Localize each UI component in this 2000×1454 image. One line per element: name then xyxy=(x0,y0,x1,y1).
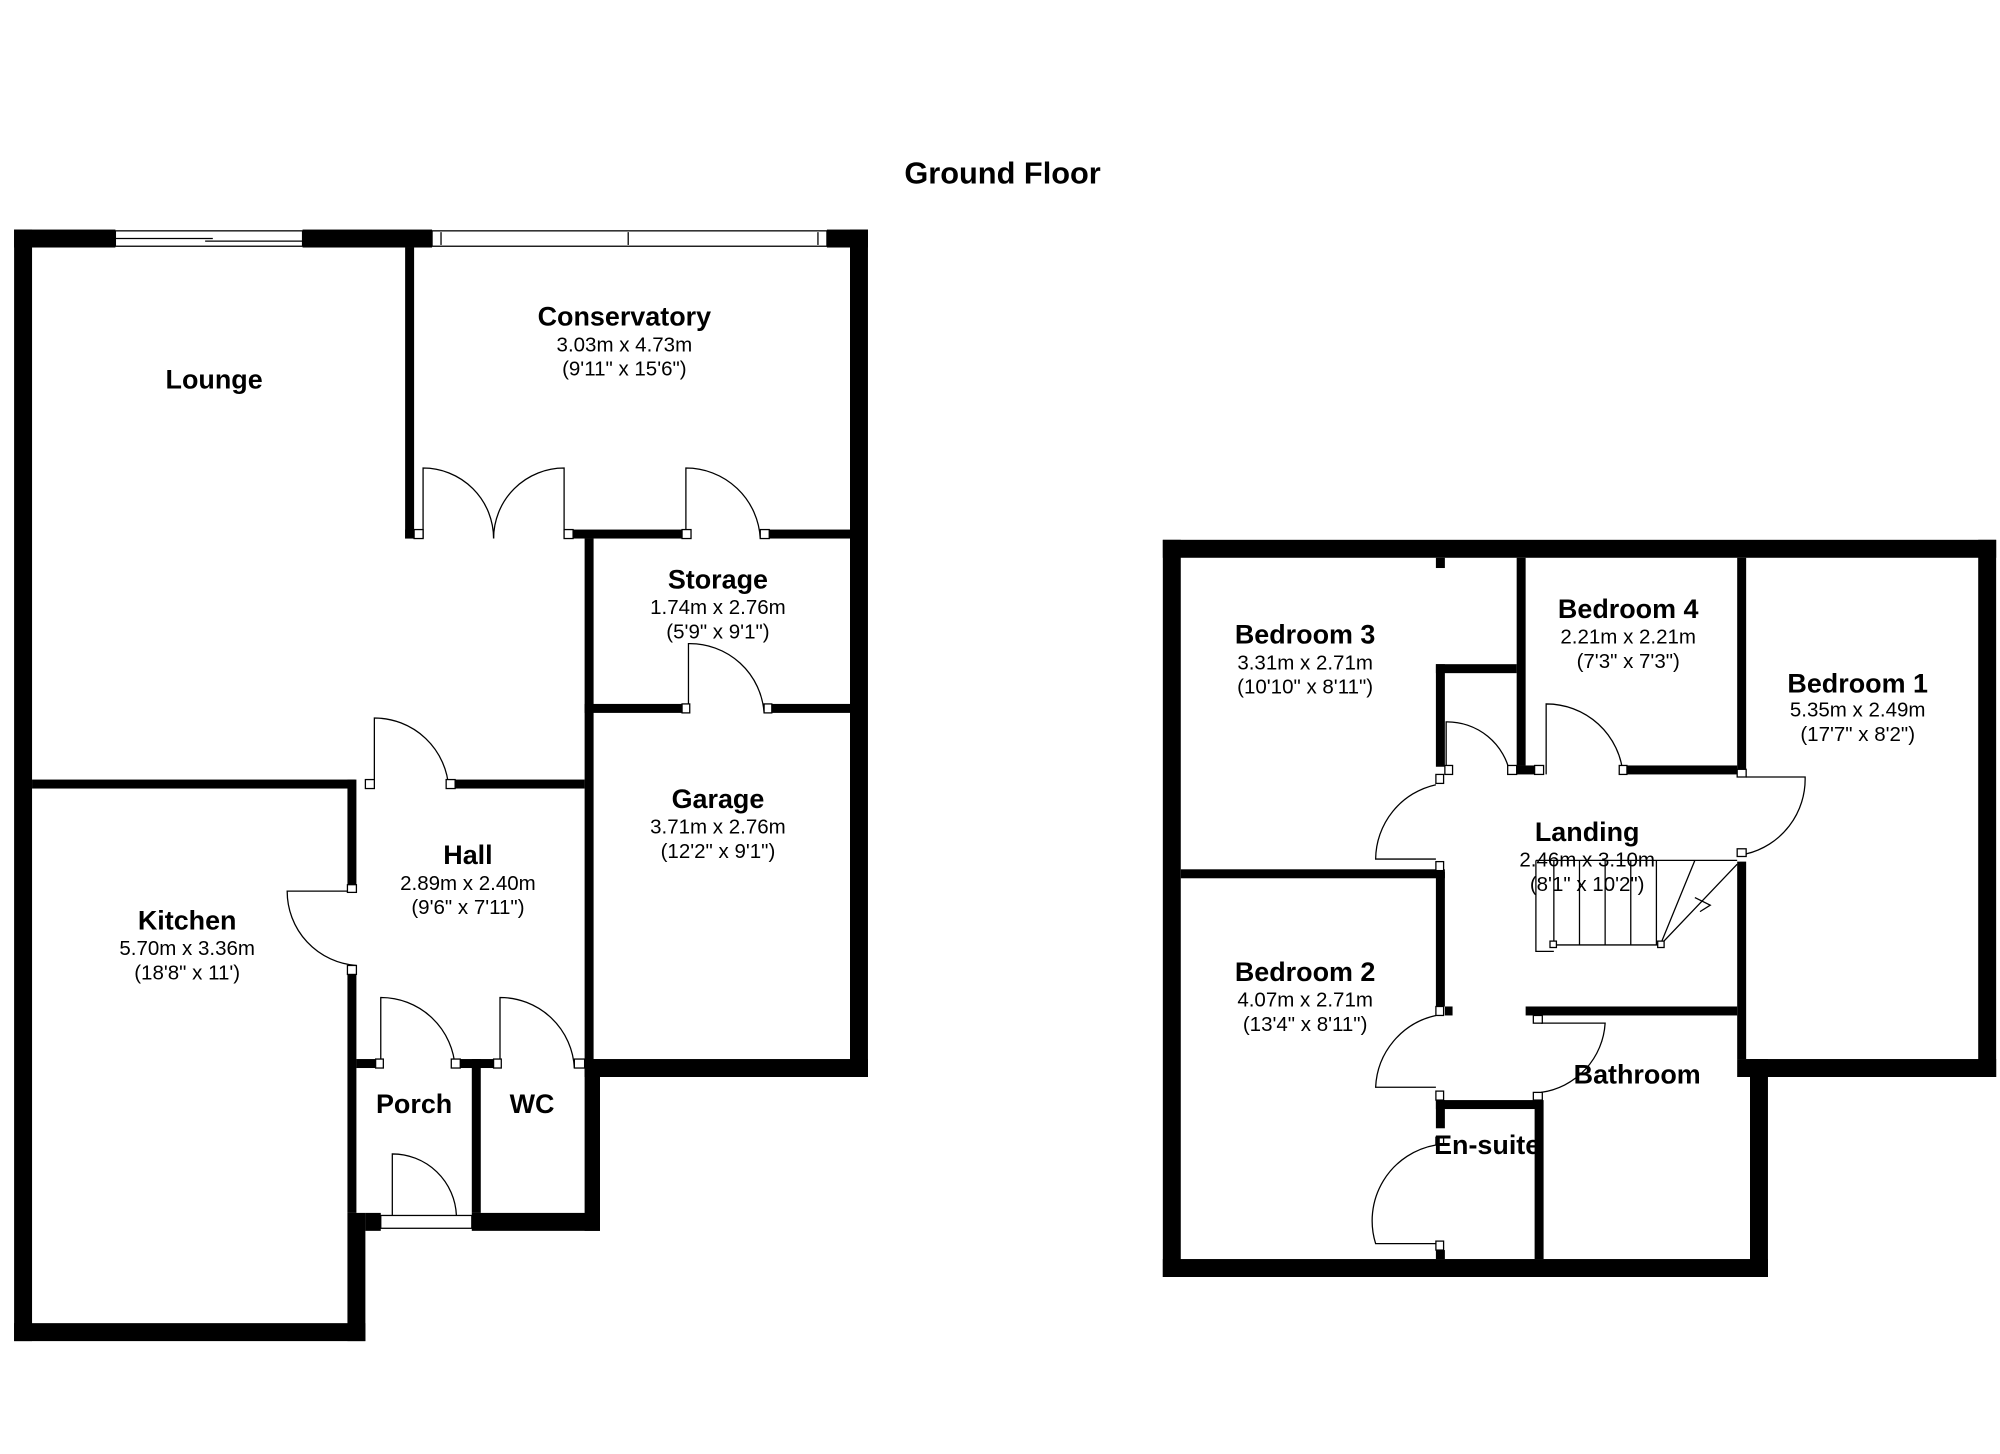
room-size-imperial: (17'7" x 8'2") xyxy=(1800,723,1915,746)
room-size-metric: 3.71m x 2.76m xyxy=(650,815,786,838)
ground-floor-doors xyxy=(286,467,773,1216)
first-floor-walls xyxy=(1162,539,1997,1277)
room-bedroom-1: Bedroom 1 5.35m x 2.49m (17'7" x 8'2") xyxy=(1787,668,1928,746)
room-size-imperial: (12'2" x 9'1") xyxy=(661,840,776,863)
room-name: Bedroom 3 xyxy=(1235,620,1376,650)
room-size-imperial: (13'4" x 8'11") xyxy=(1243,1013,1368,1036)
room-size-imperial: (9'11" x 15'6") xyxy=(562,358,687,381)
room-size-metric: 3.31m x 2.71m xyxy=(1237,651,1373,674)
room-conservatory: Conservatory 3.03m x 4.73m (9'11" x 15'6… xyxy=(538,302,711,381)
room-size-metric: 1.74m x 2.76m xyxy=(650,596,786,619)
first-floor-doors xyxy=(1371,703,1806,1251)
room-ensuite: En-suite xyxy=(1434,1130,1540,1160)
room-bathroom: Bathroom xyxy=(1574,1059,1701,1089)
staircase xyxy=(1535,859,1738,952)
room-hall: Hall 2.89m x 2.40m (9'6" x 7'11") xyxy=(400,840,536,919)
room-name: Storage xyxy=(668,565,768,595)
room-size-metric: 2.89m x 2.40m xyxy=(400,872,536,895)
room-size-imperial: (8'1" x 10'2") xyxy=(1530,873,1645,896)
room-size-imperial: (18'8" x 11') xyxy=(134,962,240,985)
room-kitchen: Kitchen 5.70m x 3.36m (18'8" x 11') xyxy=(119,906,255,985)
room-garage: Garage 3.71m x 2.76m (12'2" x 9'1") xyxy=(650,784,786,863)
room-name: Bathroom xyxy=(1574,1059,1701,1089)
room-name: Hall xyxy=(443,840,492,870)
room-name: Bedroom 4 xyxy=(1558,594,1699,624)
room-name: Kitchen xyxy=(138,906,237,936)
room-bedroom-4: Bedroom 4 2.21m x 2.21m (7'3" x 7'3") xyxy=(1558,594,1699,673)
room-size-metric: 2.21m x 2.21m xyxy=(1560,626,1696,649)
room-landing: Landing 2.46m x 3.10m (8'1" x 10'2") xyxy=(1519,817,1655,896)
room-size-metric: 2.46m x 3.10m xyxy=(1519,849,1655,872)
ground-floor-walls xyxy=(14,229,868,1342)
ground-floor-windows xyxy=(114,230,828,1229)
room-name: En-suite xyxy=(1434,1130,1540,1160)
room-porch: Porch xyxy=(376,1089,452,1119)
room-bedroom-3: Bedroom 3 3.31m x 2.71m (10'10" x 8'11") xyxy=(1235,620,1376,699)
room-name: Bedroom 1 xyxy=(1787,668,1928,698)
room-bedroom-2: Bedroom 2 4.07m x 2.71m (13'4" x 8'11") xyxy=(1235,957,1376,1036)
room-size-metric: 5.70m x 3.36m xyxy=(119,937,255,960)
room-lounge: Lounge xyxy=(166,365,263,395)
room-name: Garage xyxy=(672,784,765,814)
room-name: Bedroom 2 xyxy=(1235,957,1376,987)
room-wc: WC xyxy=(510,1089,555,1119)
room-name: Conservatory xyxy=(538,302,711,332)
room-size-imperial: (7'3" x 7'3") xyxy=(1577,650,1680,673)
room-name: Porch xyxy=(376,1089,452,1119)
room-size-metric: 4.07m x 2.71m xyxy=(1237,988,1373,1011)
room-size-imperial: (10'10" x 8'11") xyxy=(1237,676,1373,699)
room-size-imperial: (5'9" x 9'1") xyxy=(666,621,769,644)
floor-title: Ground Floor xyxy=(904,155,1100,190)
first-floor-plan: Bedroom 3 3.31m x 2.71m (10'10" x 8'11")… xyxy=(1162,539,1997,1277)
room-size-metric: 3.03m x 4.73m xyxy=(557,333,693,356)
room-size-imperial: (9'6" x 7'11") xyxy=(411,896,524,919)
room-size-metric: 5.35m x 2.49m xyxy=(1790,699,1926,722)
room-name: Lounge xyxy=(166,365,263,395)
room-name: WC xyxy=(510,1089,555,1119)
room-name: Landing xyxy=(1535,817,1640,847)
room-storage: Storage 1.74m x 2.76m (5'9" x 9'1") xyxy=(650,565,786,644)
ground-floor-plan: Lounge Conservatory 3.03m x 4.73m (9'11"… xyxy=(14,229,868,1342)
